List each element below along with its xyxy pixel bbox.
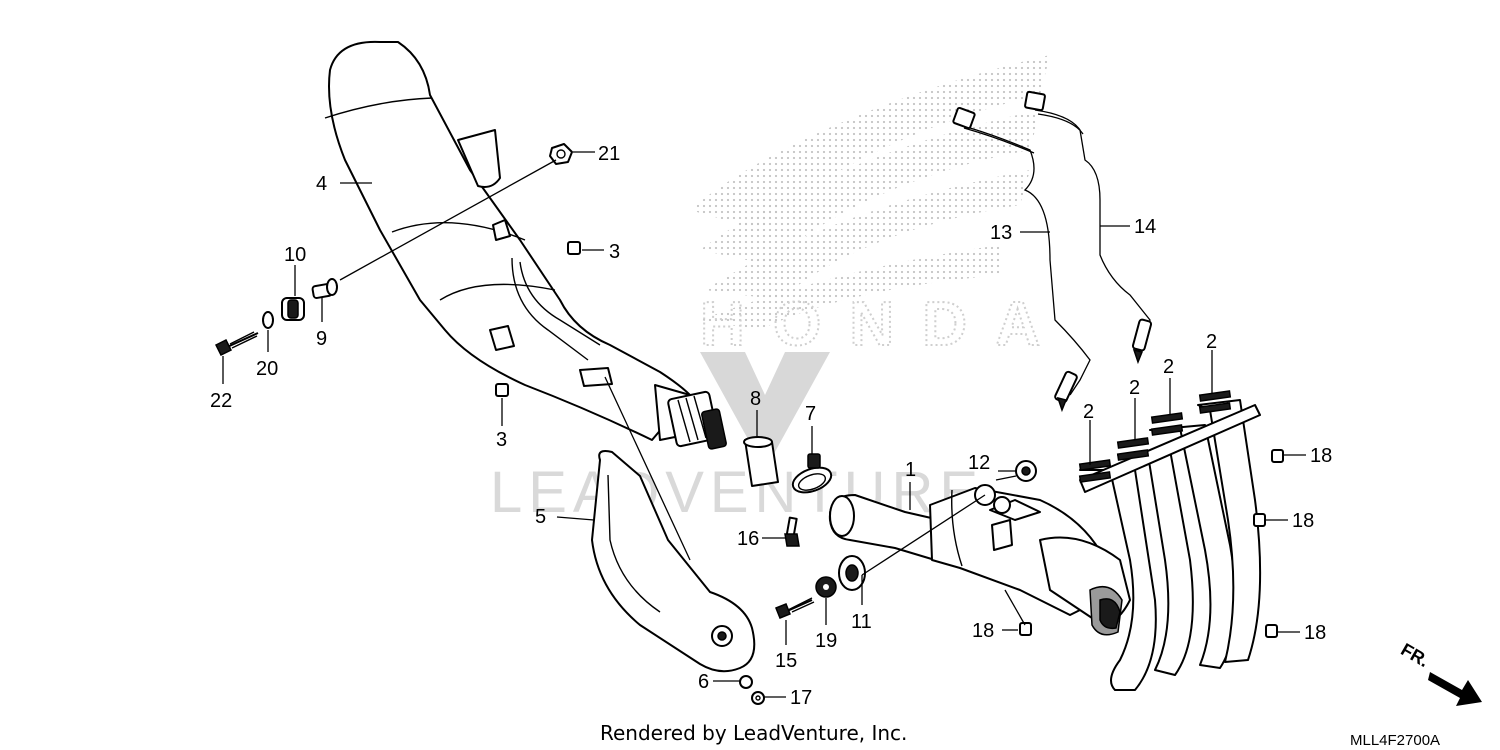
bolt-part-16[interactable] (784, 516, 800, 547)
callout-7: 7 (805, 403, 816, 425)
clip-part-3a[interactable] (567, 241, 581, 255)
callout-3: 3 (609, 241, 620, 263)
front-arrow-icon (1428, 672, 1482, 706)
callout-14: 14 (1134, 216, 1156, 238)
bolt-part-22[interactable] (214, 331, 259, 357)
callout-22: 22 (210, 390, 232, 412)
callout-21: 21 (598, 143, 620, 165)
callout-2: 2 (1129, 377, 1140, 399)
collar-part-9[interactable] (311, 278, 338, 299)
diagram-code: MLL4F2700A (1350, 732, 1440, 749)
heat-shield-part[interactable] (591, 450, 756, 673)
callout-2: 2 (1206, 331, 1217, 353)
callout-11: 11 (851, 611, 872, 633)
callout-15: 15 (775, 650, 797, 672)
callout-2: 2 (1163, 356, 1174, 378)
callout-19: 19 (815, 630, 837, 652)
muffler-part[interactable] (324, 40, 727, 450)
clip-part-18d[interactable] (1019, 622, 1032, 636)
callout-20: 20 (256, 358, 278, 380)
leadventure-watermark: LEADVENTURE (490, 352, 978, 525)
callout-18: 18 (1310, 445, 1332, 467)
callout-17: 17 (790, 687, 812, 709)
honda-wing-logo: HONDA (690, 55, 1050, 360)
callout-18: 18 (1304, 622, 1326, 644)
clip-part-18c[interactable] (1265, 624, 1278, 638)
washer-part-20[interactable] (262, 311, 274, 329)
bolt-part-15[interactable] (775, 597, 815, 619)
front-direction-indicator: FR. (1398, 639, 1482, 706)
band-clamp-part-7[interactable] (789, 453, 834, 497)
rubber-mount-part-10[interactable] (281, 297, 305, 321)
o2-sensor-14[interactable] (1024, 90, 1153, 365)
nut-part-21[interactable] (549, 143, 573, 165)
clip-part-3b[interactable] (495, 383, 509, 397)
gasket-part-11[interactable] (838, 555, 866, 591)
callout-1: 1 (905, 459, 916, 481)
callout-13: 13 (990, 222, 1012, 244)
nut-part-6[interactable] (739, 675, 753, 689)
exhaust-pipe-part[interactable] (828, 390, 1262, 691)
callout-18: 18 (1292, 510, 1314, 532)
clip-part-18b[interactable] (1253, 513, 1266, 527)
callout-12: 12 (968, 452, 990, 474)
callout-8: 8 (750, 388, 761, 410)
rendered-by-footer: Rendered by LeadVenture, Inc. (600, 721, 907, 745)
callout-16: 16 (737, 528, 759, 550)
callout-2: 2 (1083, 401, 1094, 423)
washer-part-19[interactable] (815, 576, 837, 598)
callout-5: 5 (535, 506, 546, 528)
callout-18: 18 (972, 620, 994, 642)
callout-3: 3 (496, 429, 507, 451)
nut-part-17[interactable] (751, 691, 765, 705)
bolt-part-12[interactable] (995, 460, 1037, 482)
fr-label: FR. (1398, 639, 1433, 671)
callout-9: 9 (316, 328, 327, 350)
gasket-part-8[interactable] (743, 436, 779, 487)
callout-4: 4 (316, 173, 327, 195)
leader-lines (222, 151, 1306, 698)
callout-10: 10 (284, 244, 306, 266)
callout-6: 6 (698, 671, 709, 693)
clip-part-18a[interactable] (1271, 449, 1284, 463)
callouts: 1 2 2 2 2 3 3 4 5 6 7 8 9 10 11 12 13 14… (210, 143, 1332, 709)
o2-sensor-13[interactable] (952, 106, 1091, 413)
